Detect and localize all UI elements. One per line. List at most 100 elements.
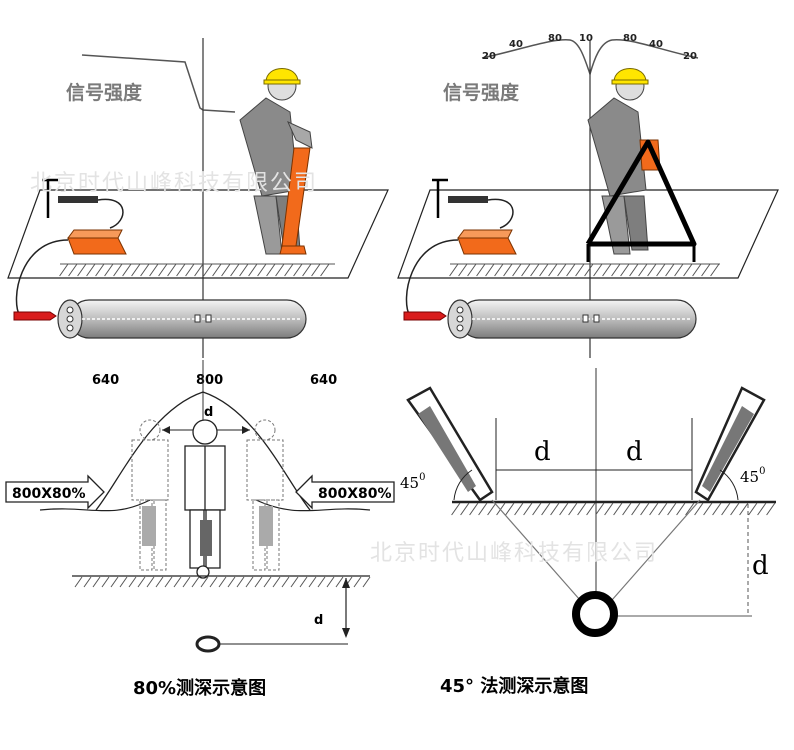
hatch-mark: [757, 502, 767, 516]
operator-center: [184, 419, 226, 579]
hatch-mark: [676, 502, 686, 516]
hatch-mark: [158, 263, 168, 277]
hatch-mark: [254, 576, 263, 588]
buried-pipe: [447, 299, 697, 339]
lead-cable: [405, 239, 459, 317]
hatch-mark: [694, 502, 704, 516]
hatch-mark: [77, 263, 87, 277]
operator-ghost-right: [246, 419, 284, 571]
d-left-label: d: [534, 437, 551, 467]
d-top-label: d: [204, 405, 213, 420]
hatch-mark: [478, 502, 488, 516]
hatch-mark: [685, 502, 695, 516]
hatch-mark: [176, 263, 186, 277]
hatch-mark: [523, 502, 533, 516]
red-connector: [403, 311, 447, 321]
hatch-mark: [674, 263, 684, 277]
curve-tail-left: [39, 499, 151, 512]
hatch-mark: [248, 263, 258, 277]
hatch-mark: [467, 263, 477, 277]
hatch-mark: [209, 576, 218, 588]
hatch-mark: [245, 576, 254, 588]
hatch-mark: [550, 502, 560, 516]
red-connector: [13, 311, 57, 321]
hatch-mark: [458, 263, 468, 277]
hatch-mark: [557, 263, 567, 277]
hatch-mark: [631, 502, 641, 516]
hatch-mark: [451, 502, 461, 516]
caption-80: 80%测深示意图: [133, 677, 266, 699]
hatch-mark: [155, 576, 164, 588]
hatch-mark: [122, 263, 132, 277]
hatch-mark: [194, 263, 204, 277]
hatch-mark: [119, 576, 128, 588]
scale-tick-label: 40: [509, 39, 523, 50]
hatch-mark: [59, 263, 69, 277]
scale-tick-label: 20: [482, 51, 496, 62]
pipe-section-small: [195, 635, 221, 653]
hatch-mark: [326, 576, 335, 588]
hatch-mark: [230, 263, 240, 277]
hatch-mark: [227, 576, 236, 588]
hatch-mark: [203, 263, 213, 277]
hatch-mark: [530, 263, 540, 277]
angle-arc-left: [453, 469, 473, 501]
hatch-mark: [710, 263, 720, 277]
hatch-mark: [721, 502, 731, 516]
hatch-mark: [68, 263, 78, 277]
hatch-mark: [514, 502, 524, 516]
hatch-mark: [449, 263, 459, 277]
hatch-mark: [485, 263, 495, 277]
buried-pipe: [57, 299, 307, 339]
hatch-mark: [512, 263, 522, 277]
hatch-mark: [548, 263, 558, 277]
value-right: 640: [310, 373, 337, 388]
d-right-label: d: [626, 437, 643, 467]
hatch-mark: [539, 263, 549, 277]
hatch-mark: [185, 263, 195, 277]
hatch-mark: [541, 502, 551, 516]
ground-plane: [397, 189, 779, 279]
hatch-mark: [95, 263, 105, 277]
hatch-mark: [586, 502, 596, 516]
watermark-top: 北京时代山峰科技有限公司: [30, 171, 318, 196]
hatch-mark: [182, 576, 191, 588]
hatch-mark: [257, 263, 267, 277]
hatch-mark: [266, 263, 276, 277]
hatch-mark: [532, 502, 542, 516]
hatch-mark: [320, 263, 330, 277]
scale-tick-label: 20: [683, 51, 697, 62]
hatch-mark: [131, 263, 141, 277]
hatch-mark: [766, 502, 776, 516]
lead-cable: [15, 239, 69, 317]
hatch-mark: [703, 502, 713, 516]
hatch-mark: [521, 263, 531, 277]
hatch-mark: [712, 502, 722, 516]
hatch-mark: [701, 263, 711, 277]
value-left: 640: [92, 373, 119, 388]
transmitter-box: [67, 229, 127, 255]
hatch-mark: [611, 263, 621, 277]
hatch-mark: [667, 502, 677, 516]
hatch-mark: [101, 576, 110, 588]
hatch-mark: [494, 263, 504, 277]
watermark-bottom: 北京时代山峰科技有限公司: [370, 541, 658, 566]
locator-ghost-left: [142, 506, 156, 546]
hatch-mark: [263, 576, 272, 588]
hatch-mark: [584, 263, 594, 277]
hatch-mark: [272, 576, 281, 588]
scale-tick-label: 10: [579, 33, 593, 44]
panel-top-left: 信号强度: [7, 38, 389, 358]
locator-center: [200, 520, 212, 556]
hatch-mark: [83, 576, 92, 588]
hatch-mark: [595, 502, 605, 516]
callout-box-right: 800X80%: [295, 474, 395, 510]
hatch-mark: [146, 576, 155, 588]
hatch-mark: [335, 576, 344, 588]
hatch-mark: [308, 576, 317, 588]
hatch-mark: [164, 576, 173, 588]
signal-curve-80: [95, 391, 311, 511]
panel-bottom-right: d d 450 450 d 45° 法测深示意图: [400, 368, 776, 697]
